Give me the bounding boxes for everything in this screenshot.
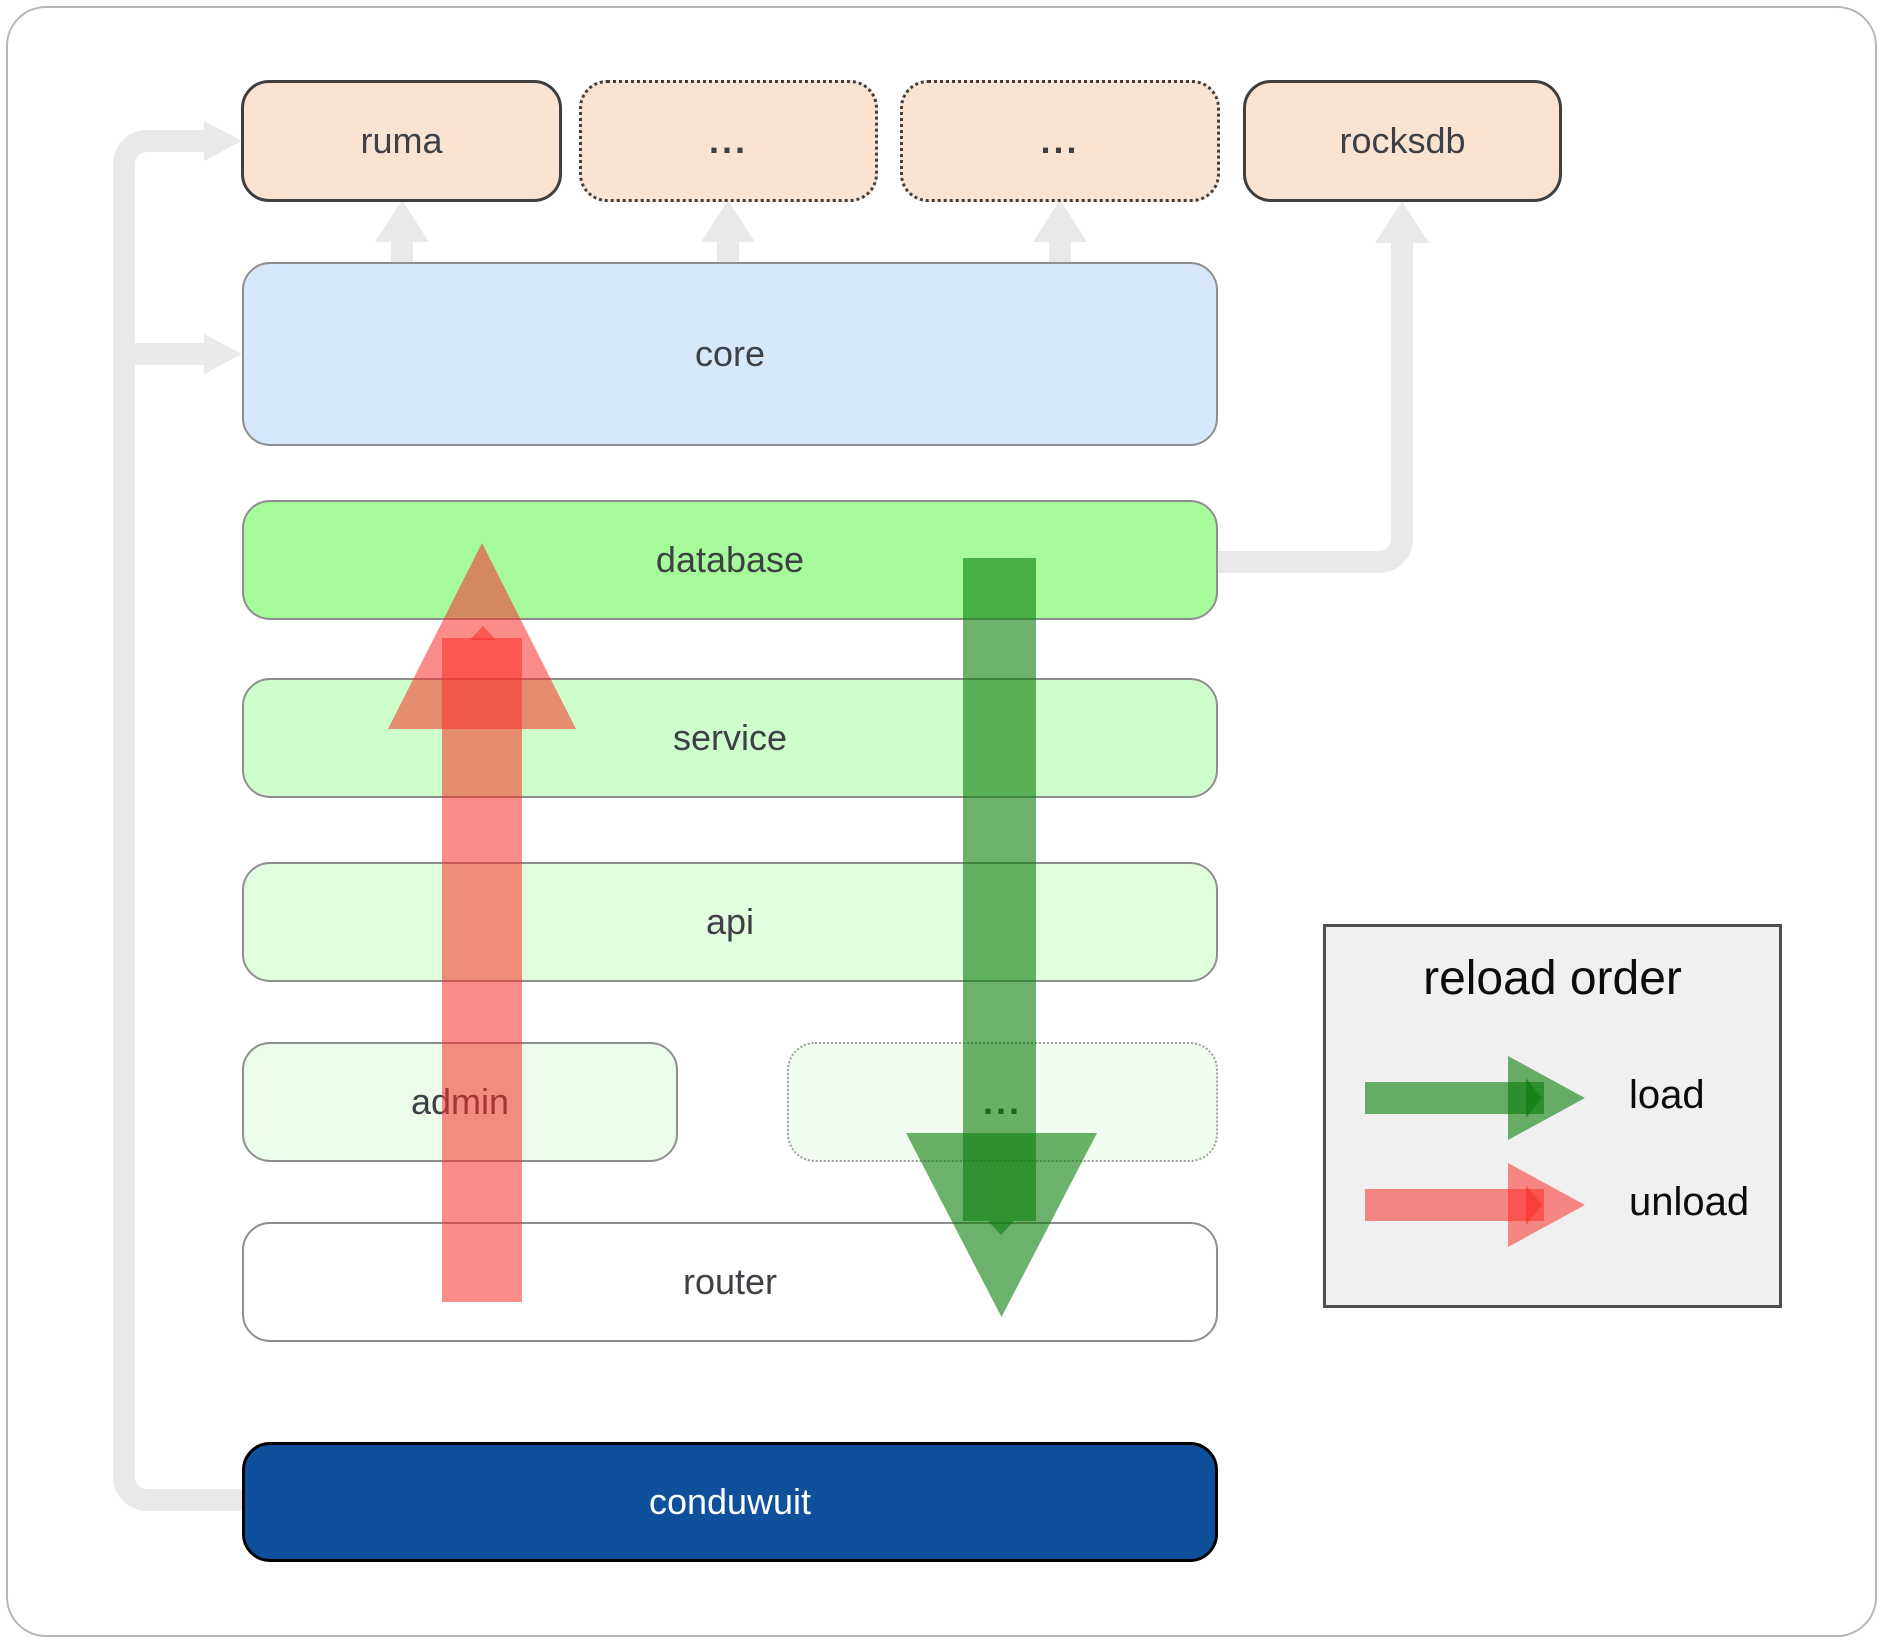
box-core-label: core	[694, 333, 766, 374]
box-router: router	[242, 1222, 1218, 1342]
legend-load-arrow-head-icon	[1508, 1056, 1585, 1140]
box-service-label: service	[672, 717, 788, 758]
connector-core-branch	[135, 343, 204, 365]
legend-unload-arrow-head-icon	[1508, 1163, 1585, 1247]
connector-core-ruma	[391, 236, 413, 264]
connector-conduwuit-loop	[113, 130, 204, 1511]
unload-arrow-shaft	[442, 638, 522, 1302]
load-arrow-shaft	[963, 558, 1036, 1221]
outer-frame	[6, 6, 1877, 1637]
box-crate-ellipsis-2: ...	[900, 80, 1220, 202]
connector-core-crate3	[1049, 236, 1071, 264]
box-api-label: api	[705, 901, 755, 942]
box-router-label: router	[682, 1261, 778, 1302]
connector-database-rocksdb	[1218, 242, 1413, 573]
box-rocksdb-label: rocksdb	[1339, 120, 1466, 161]
box-core: core	[242, 262, 1218, 446]
box-conduwuit: conduwuit	[242, 1442, 1218, 1562]
box-service: service	[242, 678, 1218, 798]
box-database-label: database	[655, 539, 805, 580]
box-database: database	[242, 500, 1218, 620]
legend-load-label: load	[1629, 1073, 1705, 1117]
legend-unload-label: unload	[1629, 1180, 1750, 1224]
legend: reload order load unload	[1323, 924, 1782, 1308]
box-conduwuit-label: conduwuit	[648, 1481, 812, 1522]
connector-core-crate2	[717, 236, 739, 264]
connector-conduwuit-stub	[195, 1489, 249, 1511]
box-crate-ellipsis-1-label: ...	[708, 120, 748, 161]
box-crate-ellipsis-2-label: ...	[1040, 120, 1080, 161]
box-crate-ellipsis-1: ...	[579, 80, 878, 202]
box-ruma: ruma	[241, 80, 562, 202]
legend-title: reload order	[1423, 952, 1682, 1005]
box-api: api	[242, 862, 1218, 982]
box-rocksdb: rocksdb	[1243, 80, 1562, 202]
box-ruma-label: ruma	[360, 120, 443, 161]
